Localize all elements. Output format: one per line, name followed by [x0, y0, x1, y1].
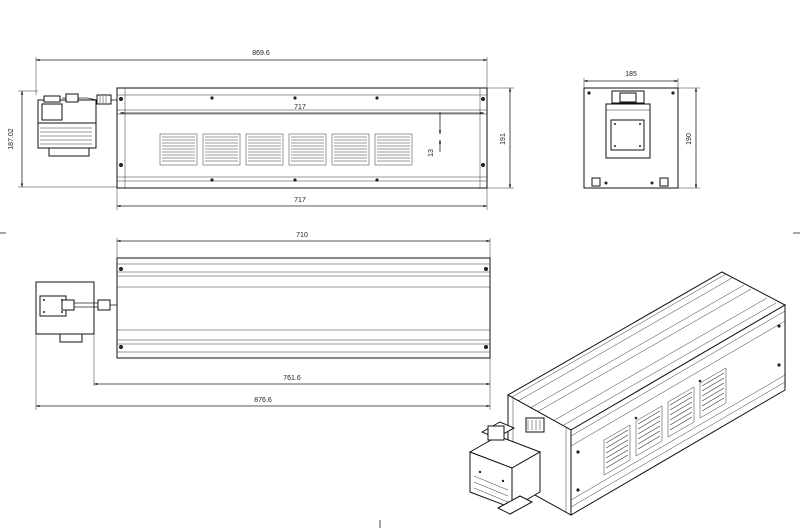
dim-front-height-left: 187.02 — [8, 128, 15, 150]
dim-front-overall: 869.6 — [252, 50, 270, 57]
top-view: 710 761.6 876.6 — [35, 232, 491, 410]
top-housing — [116, 257, 491, 359]
dim-vent-gap: 13 — [428, 149, 435, 157]
side-view: 185 190 — [583, 71, 700, 189]
isometric-view — [468, 271, 787, 516]
dim-front-inner: 717 — [294, 104, 306, 111]
dim-top-mid: 761.6 — [283, 375, 301, 382]
iso-galvo-head — [468, 417, 545, 515]
iso-vent-grilles — [603, 367, 727, 476]
vent-grilles-front — [159, 133, 413, 166]
front-housing — [116, 87, 488, 189]
dim-side-height: 190 — [686, 133, 693, 145]
front-view: 869.6 717 — [8, 50, 514, 210]
dim-front-bottom: 717 — [294, 197, 306, 204]
dim-front-height-right: 191 — [500, 133, 507, 145]
dim-top-length: 710 — [296, 232, 308, 239]
dim-side-width: 185 — [625, 71, 637, 78]
dim-top-overall: 876.6 — [254, 397, 272, 404]
